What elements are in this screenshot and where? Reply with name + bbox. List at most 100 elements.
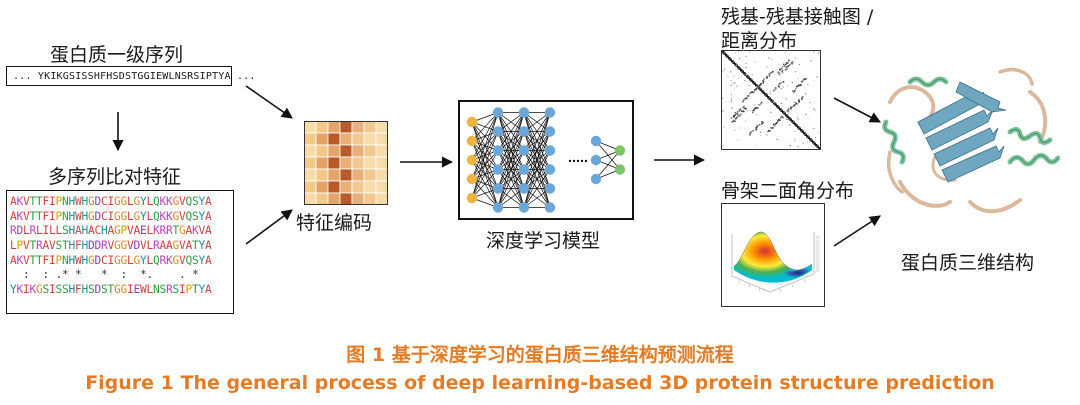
contact-point	[785, 98, 787, 100]
contact-point	[795, 124, 798, 127]
contact-point	[813, 80, 815, 82]
contact-point	[757, 107, 759, 109]
contact-point	[758, 124, 761, 126]
contact-point	[771, 100, 774, 103]
contact-point	[787, 111, 790, 113]
contact-point	[759, 88, 762, 91]
contact-point	[786, 143, 788, 145]
contact-point	[722, 144, 724, 147]
contact-point	[778, 73, 781, 75]
contact-point	[770, 72, 772, 74]
contact-point	[803, 128, 805, 130]
contact-point	[755, 88, 758, 90]
surface-plot-image	[731, 231, 820, 293]
contact-point	[756, 87, 758, 89]
contact-point	[802, 142, 804, 144]
neural-network-diagram	[466, 107, 626, 213]
contact-point	[743, 99, 745, 101]
msa-row: AKVTTFIPNHWHGDCIGGLGYLQKKGVQSYA	[10, 209, 212, 223]
contact-point	[745, 62, 747, 64]
contact-point	[818, 147, 821, 150]
figure-caption-cn: 图 1 基于深度学习的蛋白质三维结构预测流程	[346, 344, 734, 366]
contact-point	[813, 108, 815, 110]
nn-edge	[523, 150, 551, 208]
contact-point	[776, 105, 779, 108]
contact-point	[723, 52, 726, 55]
contact-point	[814, 136, 817, 138]
contact-point	[755, 127, 758, 129]
arrow-seq-to-encoding	[245, 85, 293, 119]
nn-edge	[523, 188, 551, 208]
contact-point	[746, 97, 748, 100]
contact-point	[762, 122, 764, 124]
contact-point	[753, 91, 755, 94]
nn-node	[544, 145, 556, 156]
contact-point	[730, 93, 732, 96]
contact-point	[759, 103, 761, 106]
contact-point	[796, 117, 799, 119]
contact-point	[743, 105, 745, 107]
contact-point	[802, 79, 804, 82]
contact-point	[742, 100, 744, 103]
contact-point	[768, 73, 771, 75]
contact-point	[770, 126, 772, 129]
contact-point	[761, 121, 763, 123]
contact-point	[723, 126, 725, 128]
contact-point	[742, 106, 745, 108]
contact-point	[752, 91, 754, 94]
contact-point	[767, 102, 769, 104]
contact-point	[804, 93, 807, 95]
contact-point	[758, 87, 761, 90]
contact-point	[737, 66, 740, 69]
contact-point	[749, 78, 752, 81]
contact-point	[737, 115, 739, 117]
contact-point	[730, 117, 733, 119]
nn-node	[590, 154, 602, 166]
contact-point	[744, 73, 747, 76]
contact-point	[817, 52, 820, 54]
nn-node	[518, 107, 530, 118]
contact-point	[750, 79, 753, 82]
nn-node	[544, 202, 556, 213]
contact-point	[780, 87, 782, 90]
nn-edge	[471, 150, 499, 199]
nn-node	[466, 135, 478, 147]
contact-point	[798, 83, 800, 85]
contact-point	[774, 87, 777, 89]
contact-point	[761, 90, 764, 93]
contact-point	[764, 93, 767, 96]
nn-node	[492, 202, 504, 213]
nn-node	[492, 145, 504, 156]
contact-point	[760, 123, 763, 125]
torsion-surface-plot	[721, 203, 825, 307]
nn-edge	[497, 112, 525, 208]
contact-point	[775, 79, 778, 81]
contact-point	[733, 116, 735, 118]
nn-node	[466, 116, 478, 128]
nn-node	[518, 164, 530, 175]
contact-point	[736, 111, 739, 113]
nn-edge	[497, 131, 525, 208]
contact-map-image	[722, 51, 822, 151]
contact-point	[735, 117, 737, 120]
contact-point	[781, 115, 783, 118]
contact-point	[783, 63, 785, 66]
contact-point	[789, 124, 791, 126]
contact-point	[745, 107, 747, 110]
contact-point	[778, 84, 780, 86]
contact-point	[736, 85, 738, 87]
nn-edge	[497, 112, 525, 132]
contact-point	[794, 138, 796, 140]
contact-point	[792, 121, 795, 124]
contact-point	[793, 91, 795, 93]
contact-point	[774, 88, 777, 90]
contact-point	[797, 119, 799, 121]
contact-point	[726, 55, 729, 58]
contact-point	[794, 57, 796, 59]
contact-point	[768, 74, 771, 76]
contact-point	[766, 77, 768, 79]
contact-point	[807, 142, 809, 144]
contact-point	[785, 114, 788, 117]
contact-point	[762, 91, 765, 94]
nn-edge	[523, 169, 551, 208]
